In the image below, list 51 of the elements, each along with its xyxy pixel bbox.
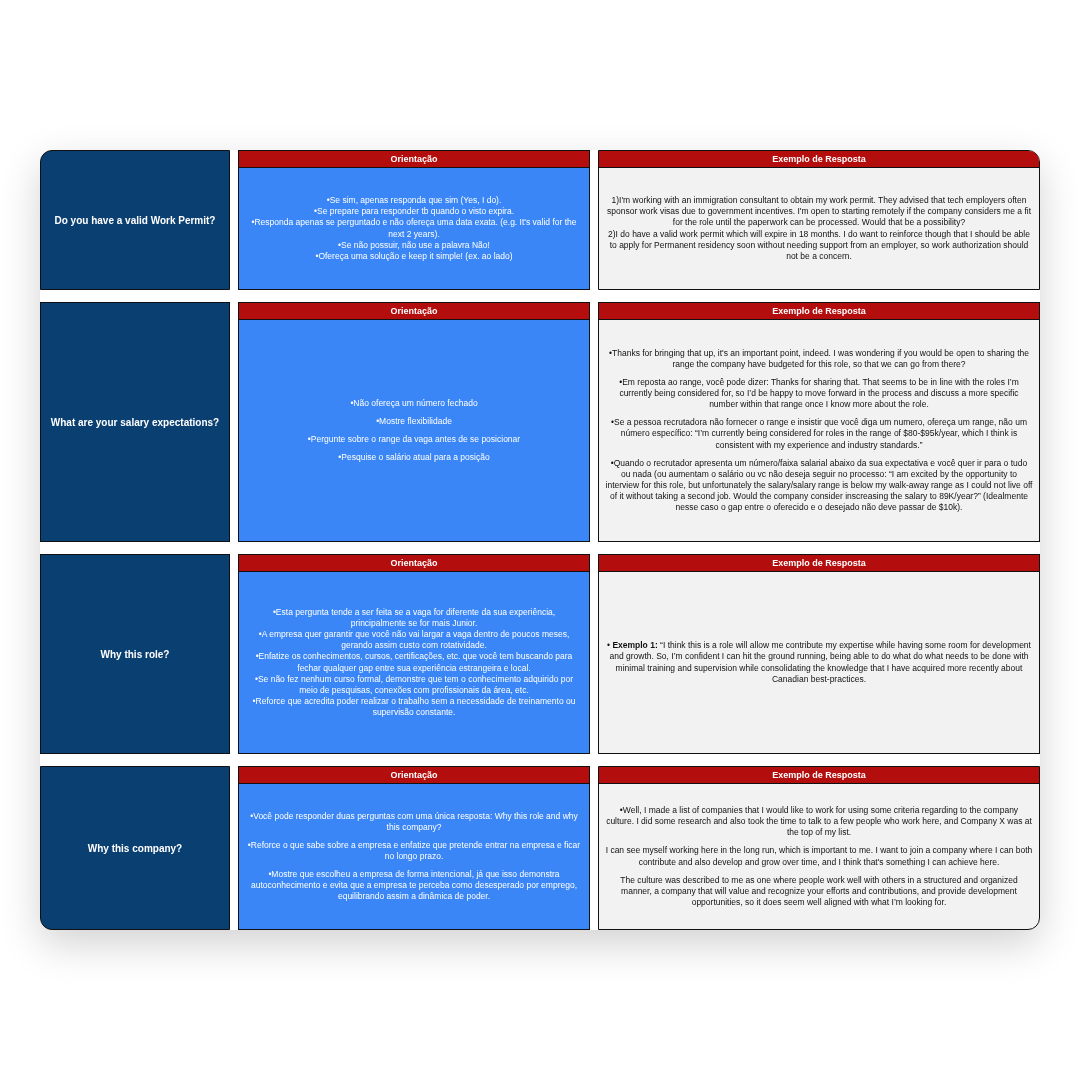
paragraph: •Em reposta ao range, você pode dizer: Thanks for sharing that. That seems to be in line with the roles I’m currently being considered for, so I’d be happy to move forward in the process and discuss a more specific number within that range once I know more about the role. [618, 377, 1020, 411]
answer-panel [598, 766, 1040, 930]
answer-panel [598, 302, 1040, 542]
column-header: Orientação [239, 767, 589, 784]
column-header: Exemplo de Resposta [599, 555, 1039, 572]
paragraph: • Exemplo 1: “I think this is a role will allow me contribute my expertise while having some room for development and growth. So, I’m confident I can hit the ground running, being able to do what do what needs to be done with minimal training and supervision while consolidating the knowledge that I have acquired more recently about Canadian best-practices. [606, 640, 1032, 685]
question-text: Why this company? [86, 842, 184, 854]
paragraph: •Não ofereça um número fechado [350, 397, 478, 409]
guidance-panel [238, 766, 590, 930]
paragraph: 1)I'm working with an immigration consultant to obtain my work permit. They advised that tech employers often sponsor work visas due to government incentives. I'm open to starting remotely if the company considers me a fit for the role until the paperwork can be processed. Would that be a possibility? [606, 195, 1032, 229]
paragraph: •Quando o recrutador apresenta um número/faixa salarial abaixo da sua expectativa e você quer ir para o tudo ou nada (ou aumentam o salário ou vc não deseja seguir no processo: “I am excited by the opportunity to interview for this role, but unfortunately the salary/salary range is below my walk-away range as I could not live off of it without taking a second job. Would the company consider inscreasing the salary to 89K/year?” (Idealmente nesse caso o gap entre o oferecido e o desejado não deve passar de $10k). [605, 457, 1033, 513]
paragraph: •Se não fez nenhum curso formal, demonstre que tem o conhecimento adquirido por meio de pesquisas, conexões com profissionais da área, etc. [253, 673, 575, 696]
question-text: What are your salary expectations? [49, 416, 221, 428]
paragraph: The culture was described to me as one where people work well with others in a structured and organized manner, a company that will value and recognize your efforts and contributions, and provide development opportunities, so it does seem well aligned with what I’m looking for. [619, 874, 1019, 908]
paragraph: I can see myself working here in the long run, which is important to me. I want to join a company where I can both contribute and also develop and grow over time, and I think that's something I can achieve here. [605, 845, 1033, 868]
paragraph: •Reforce o que sabe sobre a empresa e enfatize que pretende entrar na empresa e ficar no longo prazo. [246, 839, 582, 862]
paragraph: •Se prepare para responder tb quando o visto expira. [314, 206, 514, 218]
paragraph: •Se a pessoa recrutadora não fornecer o range e insistir que você diga um numero, ofereça um range, não um número específico: “I’m currently being considered for roles in the range of $80-$95k/year, which I think is consistent with my experience and industry standards.” [610, 417, 1028, 451]
question-panel [40, 554, 230, 754]
question-panel [40, 766, 230, 930]
paragraph: •Well, I made a list of companies that I would like to work for using some criteria regarding to the company culture. I did some research and also took the time to talk to a few people who work here, and Company X was at the top of my list. [605, 805, 1033, 839]
question-text: Do you have a valid Work Permit? [53, 214, 217, 226]
paragraph: •Responda apenas se perguntado e não ofereça uma data exata. (e.g. It's valid for the next 2 years). [250, 217, 578, 240]
paragraph: •Pesquise o salário atual para a posição [338, 452, 490, 464]
paragraph: •Esta pergunta tende a ser feita se a vaga for diferente da sua experiência, principalmente se for mais Junior. [271, 607, 557, 630]
column-header: Exemplo de Resposta [599, 767, 1039, 784]
paragraph: 2)I do have a valid work permit which will expire in 18 months. I do want to reinforce though that I should be able to apply for Permanent residency soon without needing support from an employer, so work authorization should not be a concern. [607, 228, 1031, 262]
paragraph: •Pergunte sobre o range da vaga antes de se posicionar [307, 434, 521, 446]
paragraph: •Se não possuir, não use a palavra Não! [338, 239, 490, 251]
column-header: Exemplo de Resposta [599, 151, 1039, 168]
guidance-panel [238, 150, 590, 290]
paragraph: •Se sim, apenas responda que sim (Yes, I do). [326, 195, 502, 207]
column-header: Orientação [239, 555, 589, 572]
column-header: Orientação [239, 303, 589, 320]
paragraph: •Você pode responder duas perguntas com uma única resposta: Why this role and why this company? [249, 810, 579, 833]
paragraph: •A empresa quer garantir que você não vai largar a vaga dentro de poucos meses, gerando assim custo com rotatividade. [257, 629, 571, 652]
column-header: Exemplo de Resposta [599, 303, 1039, 320]
paragraph: •Mostre que escolheu a empresa de forma intencional, já que isso demonstra autoconhecimento e evita que a empresa te perceba como desesperado por emprego, equilibrando assim a dinâmica de poder. [249, 869, 578, 903]
answer-panel [598, 150, 1040, 290]
question-text: Why this role? [99, 648, 171, 660]
question-panel [40, 150, 230, 290]
question-panel [40, 302, 230, 542]
answer-panel [598, 554, 1040, 754]
paragraph: •Thanks for bringing that up, it's an important point, indeed. I was wondering if you would be open to sharing the range the company have budgeted for this role, so that we can go from there? [608, 348, 1030, 371]
column-header: Orientação [239, 151, 589, 168]
paragraph: •Reforce que acredita poder realizar o trabalho sem a necessidade de treinamento ou supervisão constante. [251, 695, 577, 718]
paragraph: •Enfatize os conhecimentos, cursos, certificações, etc. que você tem buscando para fechar qualquer gap entre sua experiência estrangeira e local. [254, 651, 574, 674]
guidance-panel [238, 554, 590, 754]
paragraph: •Mostre flexibilidade [376, 415, 452, 427]
paragraph: •Ofereça uma solução e keep it simple! (ex. ao lado) [315, 250, 513, 262]
guidance-panel [238, 302, 590, 542]
